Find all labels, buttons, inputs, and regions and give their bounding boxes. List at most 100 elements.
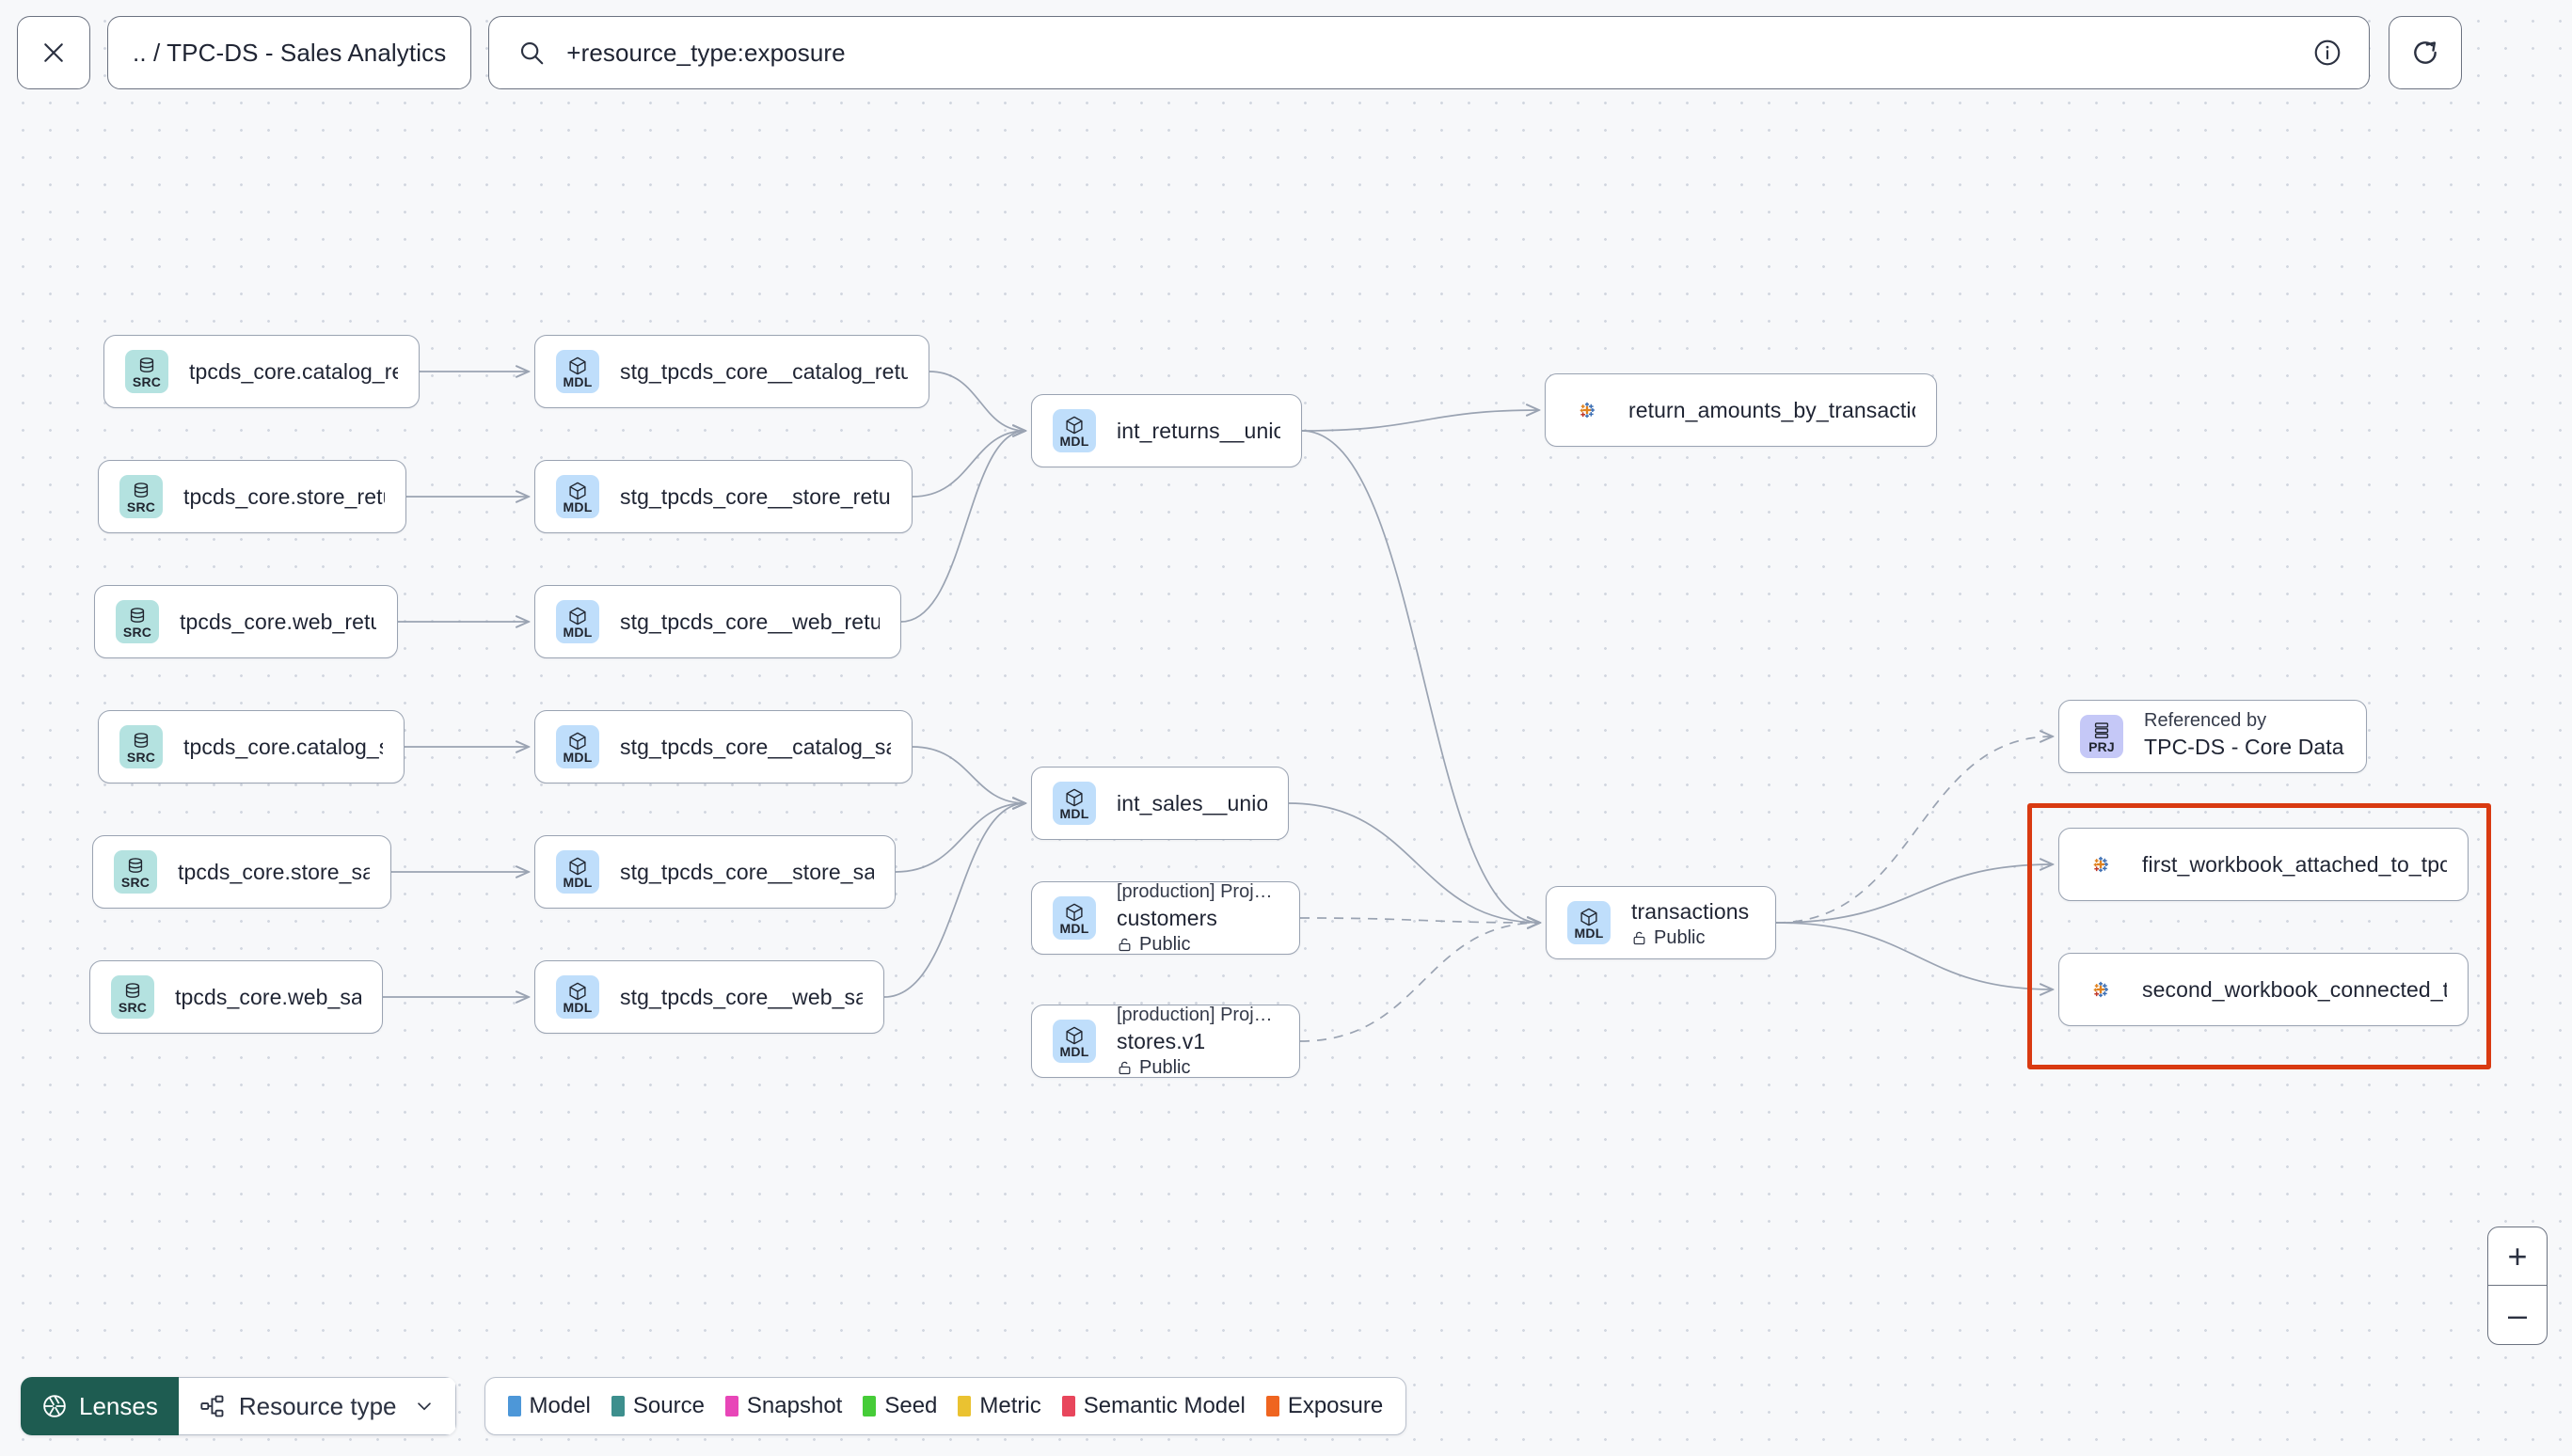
exposure-badge-icon bbox=[2080, 969, 2121, 1010]
model-badge-icon: MDL bbox=[556, 975, 599, 1019]
source-badge-icon: SRC bbox=[111, 975, 154, 1019]
legend-item-exposure[interactable]: Exposure bbox=[1265, 1393, 1383, 1419]
legend-label: Seed bbox=[884, 1393, 938, 1418]
node-text: tpcds_core.web_sales bbox=[175, 985, 361, 1010]
zoom-out-button[interactable]: – bbox=[2507, 1295, 2528, 1334]
graph-node-stg-store-returns[interactable]: MDL stg_tpcds_core__store_returns bbox=[534, 460, 913, 533]
refresh-button[interactable] bbox=[2389, 16, 2463, 89]
graph-node-src-store-returns[interactable]: SRC tpcds_core.store_returns bbox=[98, 460, 406, 533]
node-title: stg_tpcds_core__web_sales bbox=[620, 984, 863, 1009]
legend-item-source[interactable]: Source bbox=[611, 1393, 705, 1419]
project-badge-icon: PRJ bbox=[2080, 715, 2123, 758]
search-input[interactable] bbox=[566, 38, 2342, 68]
source-badge-icon: SRC bbox=[119, 475, 163, 518]
edge-stg-web-sales-to-int-sales-unioned bbox=[883, 803, 1025, 998]
legend-label: Model bbox=[529, 1393, 591, 1418]
node-title: tpcds_core.web_sales bbox=[175, 984, 361, 1009]
legend-item-snapshot[interactable]: Snapshot bbox=[724, 1393, 842, 1419]
info-icon[interactable] bbox=[2312, 38, 2342, 68]
node-text: stg_tpcds_core__store_sales bbox=[620, 860, 874, 885]
legend-swatch-icon bbox=[1265, 1396, 1279, 1416]
node-title: tpcds_core.web_returns bbox=[180, 609, 376, 634]
node-text: stg_tpcds_core__web_returns bbox=[620, 609, 880, 635]
search-icon bbox=[521, 41, 544, 65]
graph-node-src-web-sales[interactable]: SRC tpcds_core.web_sales bbox=[89, 960, 383, 1034]
graph-node-stg-store-sales[interactable]: MDL stg_tpcds_core__store_sales bbox=[534, 835, 896, 909]
legend-item-seed[interactable]: Seed bbox=[863, 1393, 937, 1419]
graph-node-exp-second-workbook[interactable]: second_workbook_connected_to_live… bbox=[2058, 953, 2469, 1026]
close-button[interactable] bbox=[17, 16, 90, 89]
legend-swatch-icon bbox=[1061, 1396, 1075, 1416]
source-badge-icon: SRC bbox=[116, 600, 159, 643]
search-bar[interactable] bbox=[488, 16, 2371, 89]
node-text: int_sales__unioned bbox=[1117, 791, 1267, 816]
legend-swatch-icon bbox=[507, 1396, 521, 1416]
lenses-label: Lenses bbox=[79, 1391, 158, 1420]
model-badge-icon: MDL bbox=[1567, 901, 1611, 944]
node-title: return_amounts_by_transaction_type bbox=[1628, 397, 1915, 422]
unlock-icon bbox=[1119, 938, 1131, 951]
graph-node-src-store-sales[interactable]: SRC tpcds_core.store_sales bbox=[92, 835, 391, 909]
node-text: tpcds_core.web_returns bbox=[180, 609, 376, 635]
graph-node-mdl-customers[interactable]: MDL[production] Project: TPC-DS - Core D… bbox=[1031, 881, 1300, 955]
hierarchy-icon bbox=[200, 1395, 224, 1417]
zoom-in-button[interactable]: + bbox=[2488, 1227, 2547, 1286]
app-header: .. / TPC-DS - Sales Analytics bbox=[0, 0, 2572, 105]
model-badge-icon: MDL bbox=[1053, 1020, 1096, 1063]
model-badge-icon: MDL bbox=[556, 475, 599, 518]
node-title: tpcds_core.store_sales bbox=[178, 859, 370, 884]
edge-int-sales-unioned-to-mdl-transactions bbox=[1288, 802, 1540, 923]
node-text: int_returns__unioned bbox=[1117, 419, 1280, 444]
graph-node-src-catalog-returns[interactable]: SRC tpcds_core.catalog_returns bbox=[103, 335, 420, 408]
legend-label: Source bbox=[632, 1393, 705, 1418]
close-icon bbox=[44, 43, 63, 62]
graph-node-mdl-stores-v1[interactable]: MDL[production] Project: TPC-DS - Core D… bbox=[1031, 1005, 1300, 1078]
zoom-controls: + – bbox=[2487, 1227, 2548, 1345]
lenses-button[interactable]: Lenses bbox=[21, 1377, 179, 1435]
source-badge-icon: SRC bbox=[125, 350, 168, 393]
graph-node-stg-catalog-sales[interactable]: MDL stg_tpcds_core__catalog_sales bbox=[534, 710, 913, 783]
breadcrumb-label: .. / TPC-DS - Sales Analytics bbox=[133, 38, 447, 67]
node-text: first_workbook_attached_to_tpc-ds_-_… bbox=[2142, 852, 2447, 878]
graph-node-exp-first-workbook[interactable]: first_workbook_attached_to_tpc-ds_-_… bbox=[2058, 828, 2469, 901]
node-text: tpcds_core.store_sales bbox=[178, 860, 370, 885]
legend-swatch-icon bbox=[958, 1396, 972, 1416]
graph-node-exp-return-amounts[interactable]: return_amounts_by_transaction_type bbox=[1545, 373, 1937, 447]
breadcrumb[interactable]: .. / TPC-DS - Sales Analytics bbox=[107, 16, 472, 89]
edge-mdl-stores-v1-to-mdl-transactions bbox=[1299, 923, 1540, 1042]
node-text: stg_tpcds_core__catalog_sales bbox=[620, 735, 891, 760]
legend-item-semantic-model[interactable]: Semantic Model bbox=[1061, 1393, 1246, 1419]
node-title: stg_tpcds_core__catalog_sales bbox=[620, 734, 891, 759]
node-title: transactions bbox=[1631, 899, 1750, 924]
model-badge-icon: MDL bbox=[556, 725, 599, 768]
legend-item-model[interactable]: Model bbox=[507, 1393, 591, 1419]
resource-type-dropdown[interactable]: Resource type bbox=[178, 1377, 456, 1435]
node-title: stg_tpcds_core__store_returns bbox=[620, 483, 891, 509]
node-text: tpcds_core.catalog_returns bbox=[189, 359, 398, 385]
edge-int-returns-unioned-to-mdl-transactions bbox=[1301, 430, 1540, 923]
legend-item-metric[interactable]: Metric bbox=[958, 1393, 1041, 1419]
model-badge-icon: MDL bbox=[556, 850, 599, 894]
node-title: stores.v1 bbox=[1117, 1028, 1206, 1053]
source-badge-icon: SRC bbox=[114, 850, 157, 894]
edge-stg-store-returns-to-int-returns-unioned bbox=[912, 431, 1025, 498]
node-title: stg_tpcds_core__catalog_returns bbox=[620, 358, 908, 384]
node-text: stg_tpcds_core__web_sales bbox=[620, 985, 863, 1010]
graph-node-stg-web-sales[interactable]: MDL stg_tpcds_core__web_sales bbox=[534, 960, 884, 1034]
node-text: tpcds_core.store_returns bbox=[183, 484, 385, 510]
resource-type-legend: Model Source Snapshot Seed Metric Semantic Mo… bbox=[484, 1377, 1407, 1435]
legend-swatch-icon bbox=[724, 1396, 738, 1416]
graph-node-src-web-returns[interactable]: SRC tpcds_core.web_returns bbox=[94, 585, 398, 658]
node-subtitle: [production] Project: TPC-DS - Core Data… bbox=[1117, 880, 1278, 902]
node-text: return_amounts_by_transaction_type bbox=[1628, 398, 1915, 423]
